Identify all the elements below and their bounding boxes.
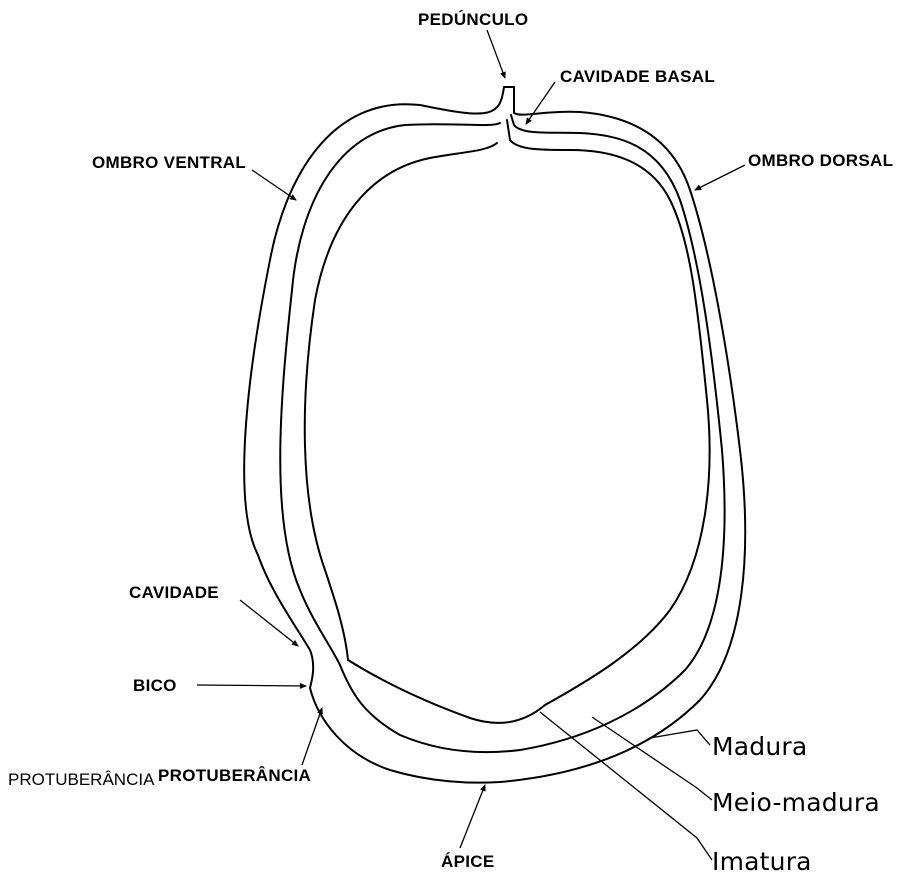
apex-leader: [460, 785, 485, 848]
mature-stage-label: Madura: [712, 732, 807, 761]
beak-label: BICO: [133, 676, 177, 696]
immature-leader: [540, 712, 712, 860]
apex-label: ÁPICE: [441, 852, 494, 872]
ventral-shoulder-label: OMBRO VENTRAL: [92, 153, 246, 173]
cavity-label: CAVIDADE: [129, 583, 219, 603]
dorsal-shoulder-label: OMBRO DORSAL: [748, 151, 893, 171]
peduncle-label: PEDÚNCULO: [418, 10, 528, 30]
ventral-shoulder-leader: [252, 170, 296, 200]
peduncle-leader: [487, 30, 505, 78]
basal-cavity-label: CAVIDADE BASAL: [560, 67, 715, 87]
dorsal-shoulder-leader: [695, 165, 745, 190]
immature-stage-label: Imatura: [712, 847, 812, 876]
protuberance-label: PROTUBERÂNCIA: [158, 766, 311, 786]
basal-cavity-leader: [526, 82, 555, 124]
protuberance-overlay-label: PROTUBERÂNCIA: [8, 770, 154, 790]
protuberance-leader: [302, 708, 322, 765]
beak-leader: [197, 685, 306, 686]
cavity-leader: [240, 600, 298, 646]
half-mature-stage-label: Meio-madura: [712, 788, 880, 817]
inner-contour: [305, 120, 710, 723]
